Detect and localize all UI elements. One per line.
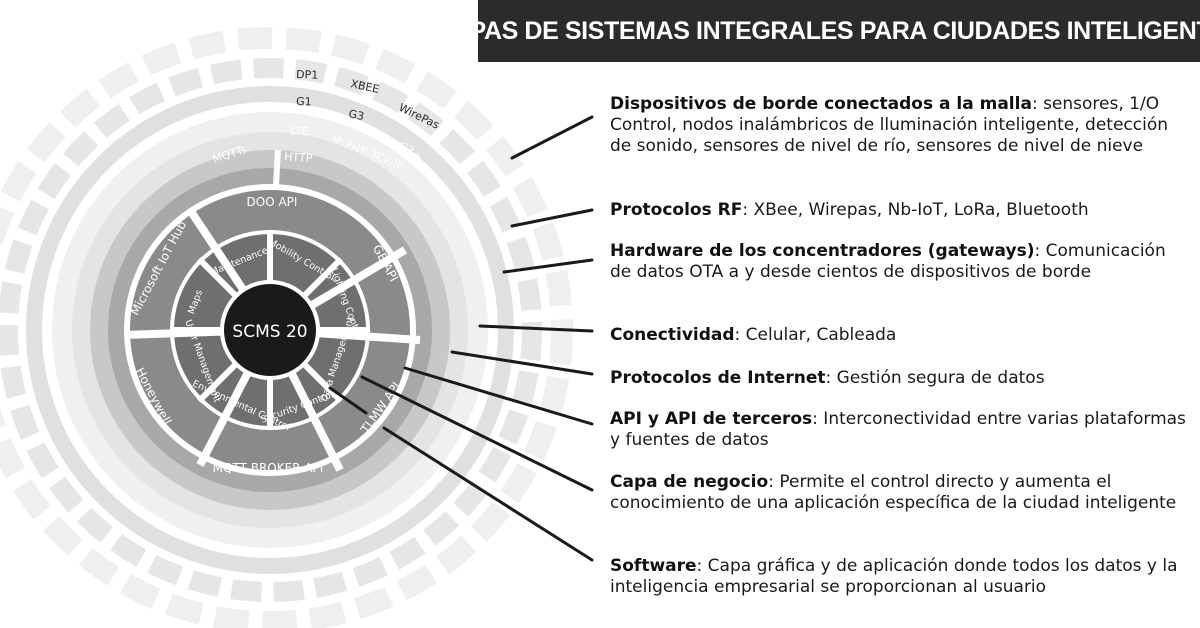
conn-lte: LTE: [290, 124, 309, 138]
layer-connectivity: Conectividad: Celular, Cableada: [610, 325, 1190, 346]
center-label: SCMS 20: [232, 322, 307, 342]
layer-business-desc: : Permite el control directo y aumenta e…: [610, 472, 1177, 513]
layer-api-term: API y API de terceros: [610, 409, 813, 429]
layer-business: Capa de negocio: Permite el control dire…: [610, 472, 1190, 514]
layer-devices-desc: : sensores, 1/O Control, nodos inalámbri…: [610, 94, 1169, 156]
layer-api: API y API de terceros: Interconectividad…: [610, 409, 1190, 451]
internet-sep: [273, 149, 281, 186]
layer-devices-term: Dispositivos de borde conectados a la ma…: [610, 94, 1032, 114]
api-doo: DOO API: [247, 195, 298, 209]
rf-g3: G3: [347, 107, 365, 123]
layer-rf-term: Protocolos RF: [610, 200, 743, 220]
layer-api-desc: : Interconectividad entre varias platafo…: [610, 409, 1186, 450]
rf-g1: G1: [296, 95, 312, 109]
center-circle-top: [224, 284, 316, 376]
layer-connectivity-term: Conectividad: [610, 325, 735, 345]
layer-devices: Dispositivos de borde conectados a la ma…: [610, 94, 1190, 157]
dev-dp1: DP1: [296, 68, 319, 82]
title-banner: CAPAS DE SISTEMAS INTEGRALES PARA CIUDAD…: [434, 0, 1200, 62]
layer-software-term: Software: [610, 556, 697, 576]
layer-connectivity-desc: : Celular, Cableada: [734, 325, 897, 345]
dev-xbee: XBEE: [349, 77, 380, 96]
layer-business-term: Capa de negocio: [610, 472, 769, 492]
layer-software: Software: Capa gráfica y de aplicación d…: [610, 556, 1190, 598]
layer-internet: Protocolos de Internet: Gestión segura d…: [610, 368, 1190, 389]
layer-software-desc: : Capa gráfica y de aplicación donde tod…: [610, 556, 1178, 597]
layer-rf-desc: : XBee, Wirepas, Nb-IoT, LoRa, Bluetooth: [742, 200, 1089, 220]
ip-http: HTTP: [284, 150, 313, 165]
page-title: CAPAS DE SISTEMAS INTEGRALES PARA CIUDAD…: [434, 16, 1200, 45]
layer-gateways-term: Hardware de los concentradores (gateways…: [610, 241, 1035, 261]
layer-gateways-desc: : Comunicación de datos OTA a y desde ci…: [610, 241, 1166, 282]
layers-diagram: SCMS 20 Maintenance Mobility Control Lig…: [0, 27, 573, 628]
layer-rf: Protocolos RF: XBee, Wirepas, Nb-IoT, Lo…: [610, 200, 1190, 221]
layer-internet-term: Protocolos de Internet: [610, 368, 826, 388]
layer-gateways: Hardware de los concentradores (gateways…: [610, 241, 1190, 283]
layer-internet-desc: : Gestión segura de datos: [825, 368, 1045, 388]
api-mqtt-broker: MQTT BROKER API: [213, 461, 324, 475]
